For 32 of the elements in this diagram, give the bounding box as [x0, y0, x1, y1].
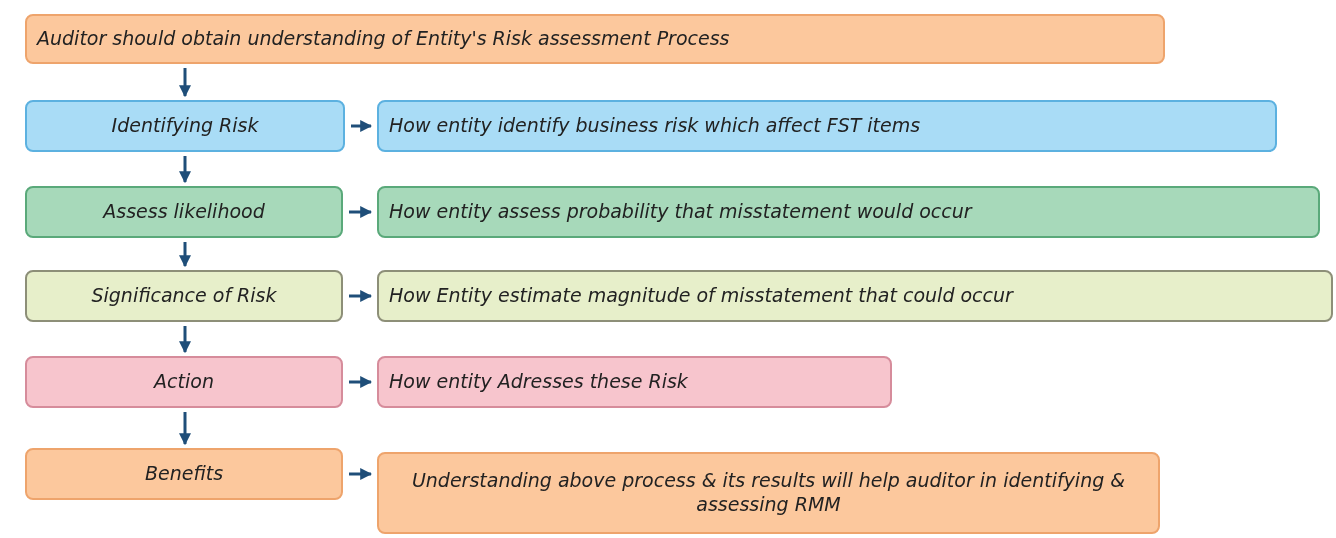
process-box — [25, 100, 345, 152]
arrow — [351, 120, 373, 132]
process-box — [25, 270, 343, 322]
process-box — [25, 448, 343, 500]
box-text: How Entity estimate magnitude of misstatement that could occur — [389, 284, 1013, 308]
process-box — [377, 100, 1277, 152]
process-box — [377, 186, 1320, 238]
arrow — [179, 156, 191, 184]
box-text: Understanding above process & its results will help auditor in identifying & assessing RMM — [410, 469, 1127, 517]
process-box — [25, 186, 343, 238]
box-text: Benefits — [144, 462, 224, 486]
box-text: How entity identify business risk which affect FST items — [389, 114, 921, 138]
box-text: Assess likelihood — [103, 200, 265, 224]
arrow — [349, 206, 373, 218]
process-box — [377, 452, 1160, 534]
box-text: How entity Adresses these Risk — [389, 370, 688, 394]
process-box — [377, 270, 1333, 322]
arrow — [349, 290, 373, 302]
box-text: Action — [154, 370, 214, 394]
arrow — [179, 68, 191, 98]
box-text: Auditor should obtain understanding of Entity's Risk assessment Process — [37, 27, 730, 51]
box-text: How entity assess probability that misstatement would occur — [389, 200, 972, 224]
arrow — [179, 412, 191, 446]
arrow — [179, 326, 191, 354]
process-box — [25, 14, 1165, 64]
arrow — [349, 468, 373, 480]
arrow — [349, 376, 373, 388]
box-text: Identifying Risk — [111, 114, 259, 138]
arrow — [179, 242, 191, 268]
process-box — [25, 356, 343, 408]
process-box — [377, 356, 892, 408]
box-text: Significance of Risk — [91, 284, 277, 308]
